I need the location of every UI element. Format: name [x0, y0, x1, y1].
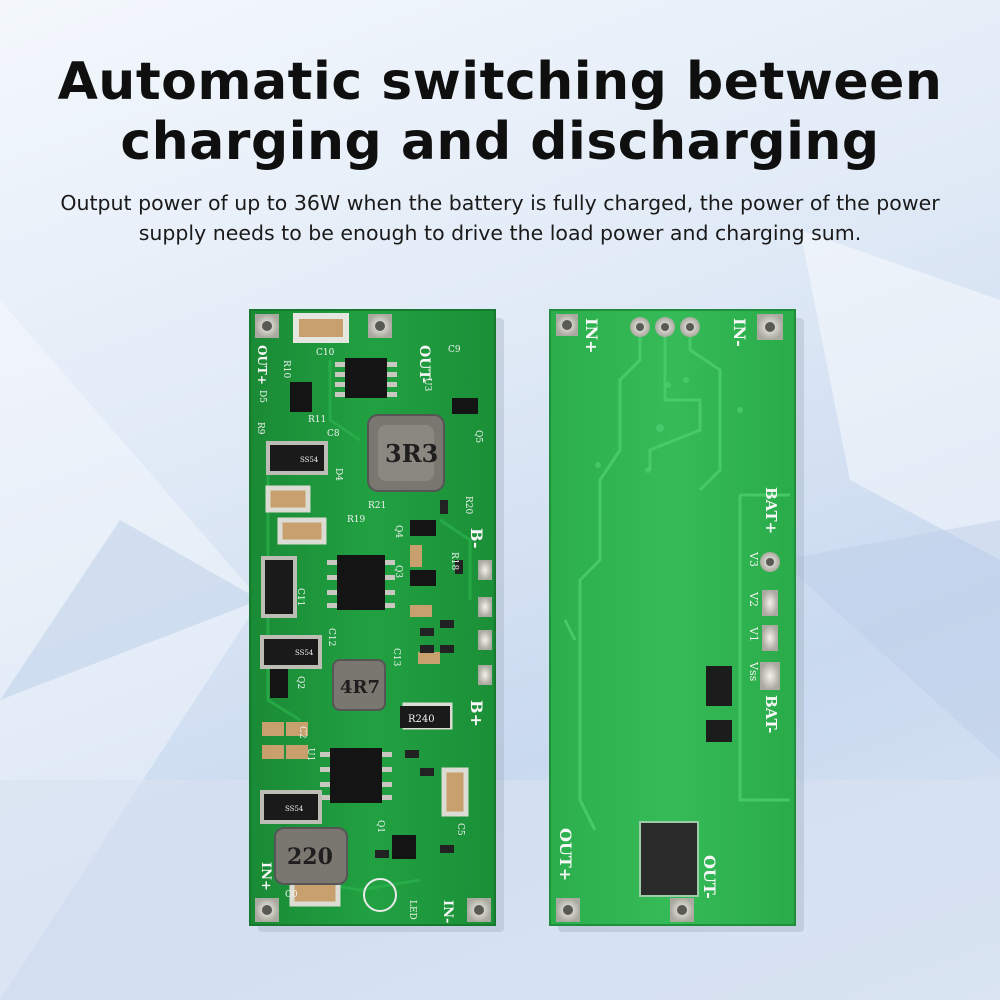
- front-pads: [255, 314, 492, 922]
- svg-text:D5: D5: [257, 390, 267, 403]
- svg-text:C5: C5: [455, 823, 465, 836]
- svg-text:BAT+: BAT+: [762, 487, 780, 534]
- front-board: SS54 SS54 SS54 3R3 4R7 220 R240: [249, 309, 496, 926]
- svg-text:C0: C0: [285, 890, 298, 900]
- svg-text:3R3: 3R3: [385, 439, 438, 468]
- svg-text:OUT+: OUT+: [556, 828, 575, 881]
- svg-text:Q2: Q2: [295, 676, 305, 689]
- back-silkscreen: IN+ IN- BAT+ V3 V2 V1 Vss BAT- OUT+ OUT-: [556, 318, 780, 899]
- svg-text:B-: B-: [467, 528, 486, 548]
- svg-text:SS54: SS54: [295, 649, 314, 657]
- svg-text:C12: C12: [326, 628, 336, 646]
- svg-text:R240: R240: [408, 714, 435, 725]
- title-line-1: Automatic switching between: [57, 52, 943, 112]
- svg-text:SS54: SS54: [300, 456, 319, 464]
- back-pads: [556, 314, 783, 922]
- svg-text:C11: C11: [295, 588, 305, 606]
- svg-text:C10: C10: [316, 348, 335, 358]
- svg-text:IN+: IN+: [258, 862, 273, 891]
- svg-text:SS54: SS54: [285, 805, 304, 813]
- svg-text:Q1: Q1: [375, 820, 385, 833]
- svg-text:Q3: Q3: [393, 565, 403, 578]
- svg-text:C8: C8: [327, 429, 340, 439]
- svg-text:C13: C13: [391, 648, 401, 667]
- svg-text:R21: R21: [368, 501, 386, 511]
- svg-text:IN+: IN+: [582, 318, 601, 354]
- svg-text:Vss: Vss: [747, 661, 760, 682]
- svg-text:OUT-: OUT-: [416, 345, 432, 384]
- svg-text:V3: V3: [747, 551, 760, 567]
- front-ics: [270, 358, 478, 859]
- svg-text:IN-: IN-: [440, 900, 455, 923]
- svg-text:R19: R19: [347, 515, 366, 525]
- svg-text:R10: R10: [281, 360, 291, 379]
- svg-text:C2: C2: [297, 726, 307, 739]
- svg-text:Q5: Q5: [473, 430, 483, 443]
- svg-text:4R7: 4R7: [340, 677, 380, 698]
- svg-text:R20: R20: [463, 496, 473, 515]
- svg-text:R18: R18: [449, 552, 459, 571]
- svg-text:R9: R9: [255, 422, 265, 435]
- front-diodes: SS54 SS54 SS54: [260, 441, 328, 824]
- svg-text:220: 220: [287, 844, 333, 870]
- svg-text:U3: U3: [422, 378, 432, 392]
- back-board: IN+ IN- BAT+ V3 V2 V1 Vss BAT- OUT+ OUT-: [549, 309, 796, 926]
- svg-text:R11: R11: [308, 415, 326, 425]
- page-title: Automatic switching between charging and…: [0, 52, 1000, 172]
- svg-text:B+: B+: [467, 700, 486, 727]
- front-silkscreen: OUT- OUT+ B- B+ IN+ IN- LED C10 C9 R10 D…: [255, 345, 486, 923]
- svg-text:OUT+: OUT+: [255, 345, 269, 385]
- front-inductors: 3R3 4R7 220: [274, 414, 445, 885]
- svg-text:IN-: IN-: [730, 318, 749, 347]
- svg-text:C9: C9: [448, 345, 461, 355]
- title-line-2: charging and discharging: [120, 112, 880, 172]
- svg-text:LED: LED: [407, 900, 417, 920]
- svg-text:BAT-: BAT-: [762, 695, 780, 733]
- svg-text:V2: V2: [747, 591, 760, 607]
- svg-text:OUT-: OUT-: [700, 855, 719, 899]
- front-resistors: [375, 500, 463, 858]
- svg-text:U1: U1: [305, 748, 315, 761]
- svg-text:D4: D4: [333, 468, 343, 481]
- subtitle: Output power of up to 36W when the batte…: [60, 191, 940, 245]
- svg-text:V1: V1: [747, 626, 760, 642]
- svg-text:Q4: Q4: [393, 525, 403, 538]
